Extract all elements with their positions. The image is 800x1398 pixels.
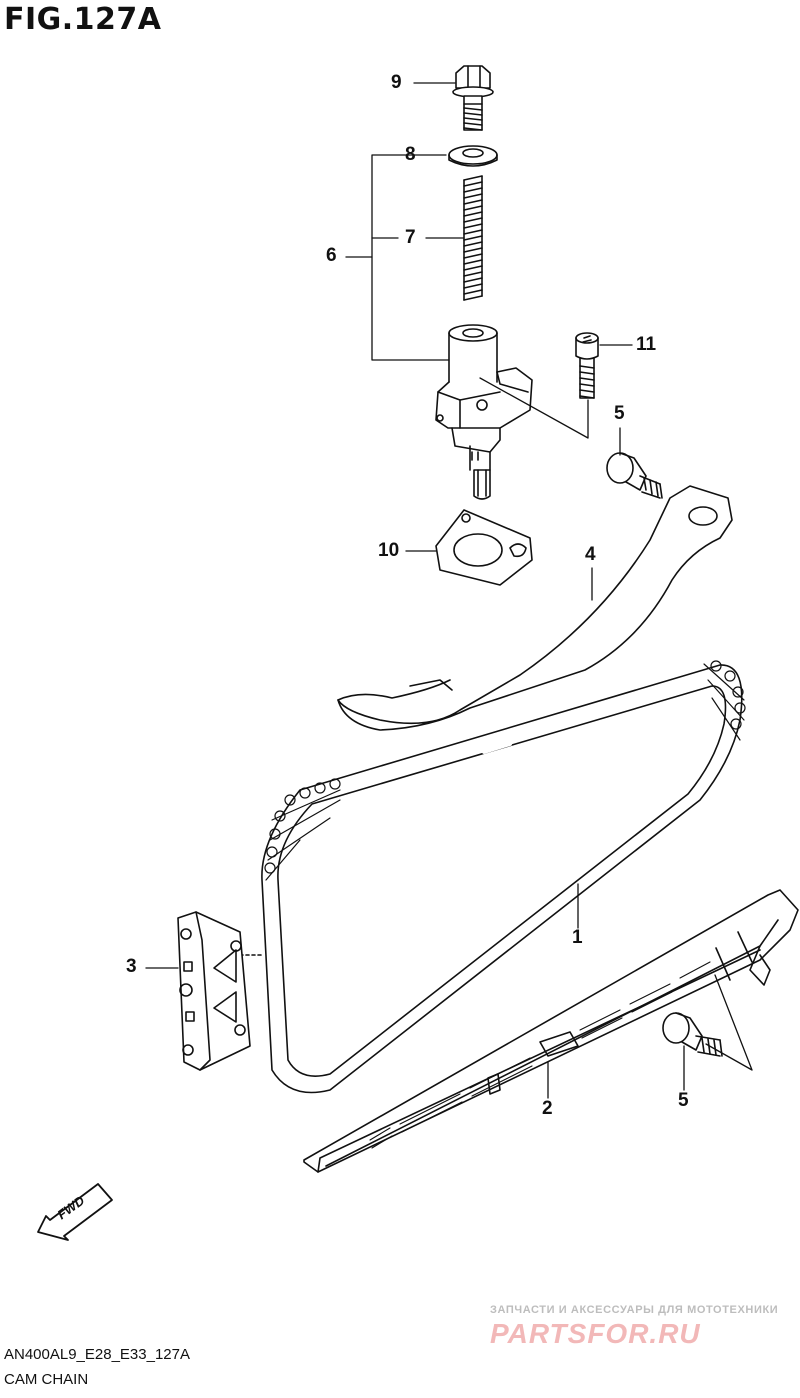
callout-6: 6 — [326, 245, 337, 266]
cam-chain-part-1 — [239, 660, 746, 1094]
pin-part-5-lower — [662, 1012, 723, 1057]
bolt-part-9 — [452, 65, 494, 131]
diagram-caption: CAM CHAIN — [4, 1371, 89, 1388]
diagram-code: AN400AL9_E28_E33_127A — [4, 1346, 190, 1363]
callout-5-lower: 5 — [678, 1090, 689, 1111]
callout-3: 3 — [126, 956, 137, 977]
callout-7: 7 — [405, 227, 416, 248]
pin-part-5-upper — [606, 452, 663, 499]
watermark-tagline: ЗАПЧАСТИ И АКСЕССУАРЫ ДЛЯ МОТОТЕХНИКИ — [490, 1304, 779, 1316]
gasket-part-10 — [435, 509, 533, 586]
callout-5-upper: 5 — [614, 403, 625, 424]
callout-10: 10 — [378, 540, 400, 561]
tensioner-part-6 — [435, 324, 533, 500]
callout-8: 8 — [405, 144, 416, 165]
watermark-logo: PARTSFOR.RU — [490, 1318, 701, 1349]
callout-2: 2 — [542, 1098, 553, 1119]
guide-plate-part-3 — [177, 911, 251, 1071]
callout-1: 1 — [572, 927, 583, 948]
callout-9: 9 — [391, 72, 402, 93]
callout-4: 4 — [585, 544, 596, 565]
leader-lines — [145, 82, 753, 1099]
figure-title: FIG.127A — [4, 2, 162, 37]
chain-guide-part-4 — [337, 485, 733, 731]
callout-11: 11 — [636, 334, 657, 355]
washer-part-8 — [448, 145, 498, 167]
bolt-part-11 — [575, 332, 599, 399]
fwd-arrow-icon — [37, 1183, 113, 1241]
chain-guide-part-2 — [303, 889, 799, 1173]
spring-part-7 — [463, 175, 483, 301]
